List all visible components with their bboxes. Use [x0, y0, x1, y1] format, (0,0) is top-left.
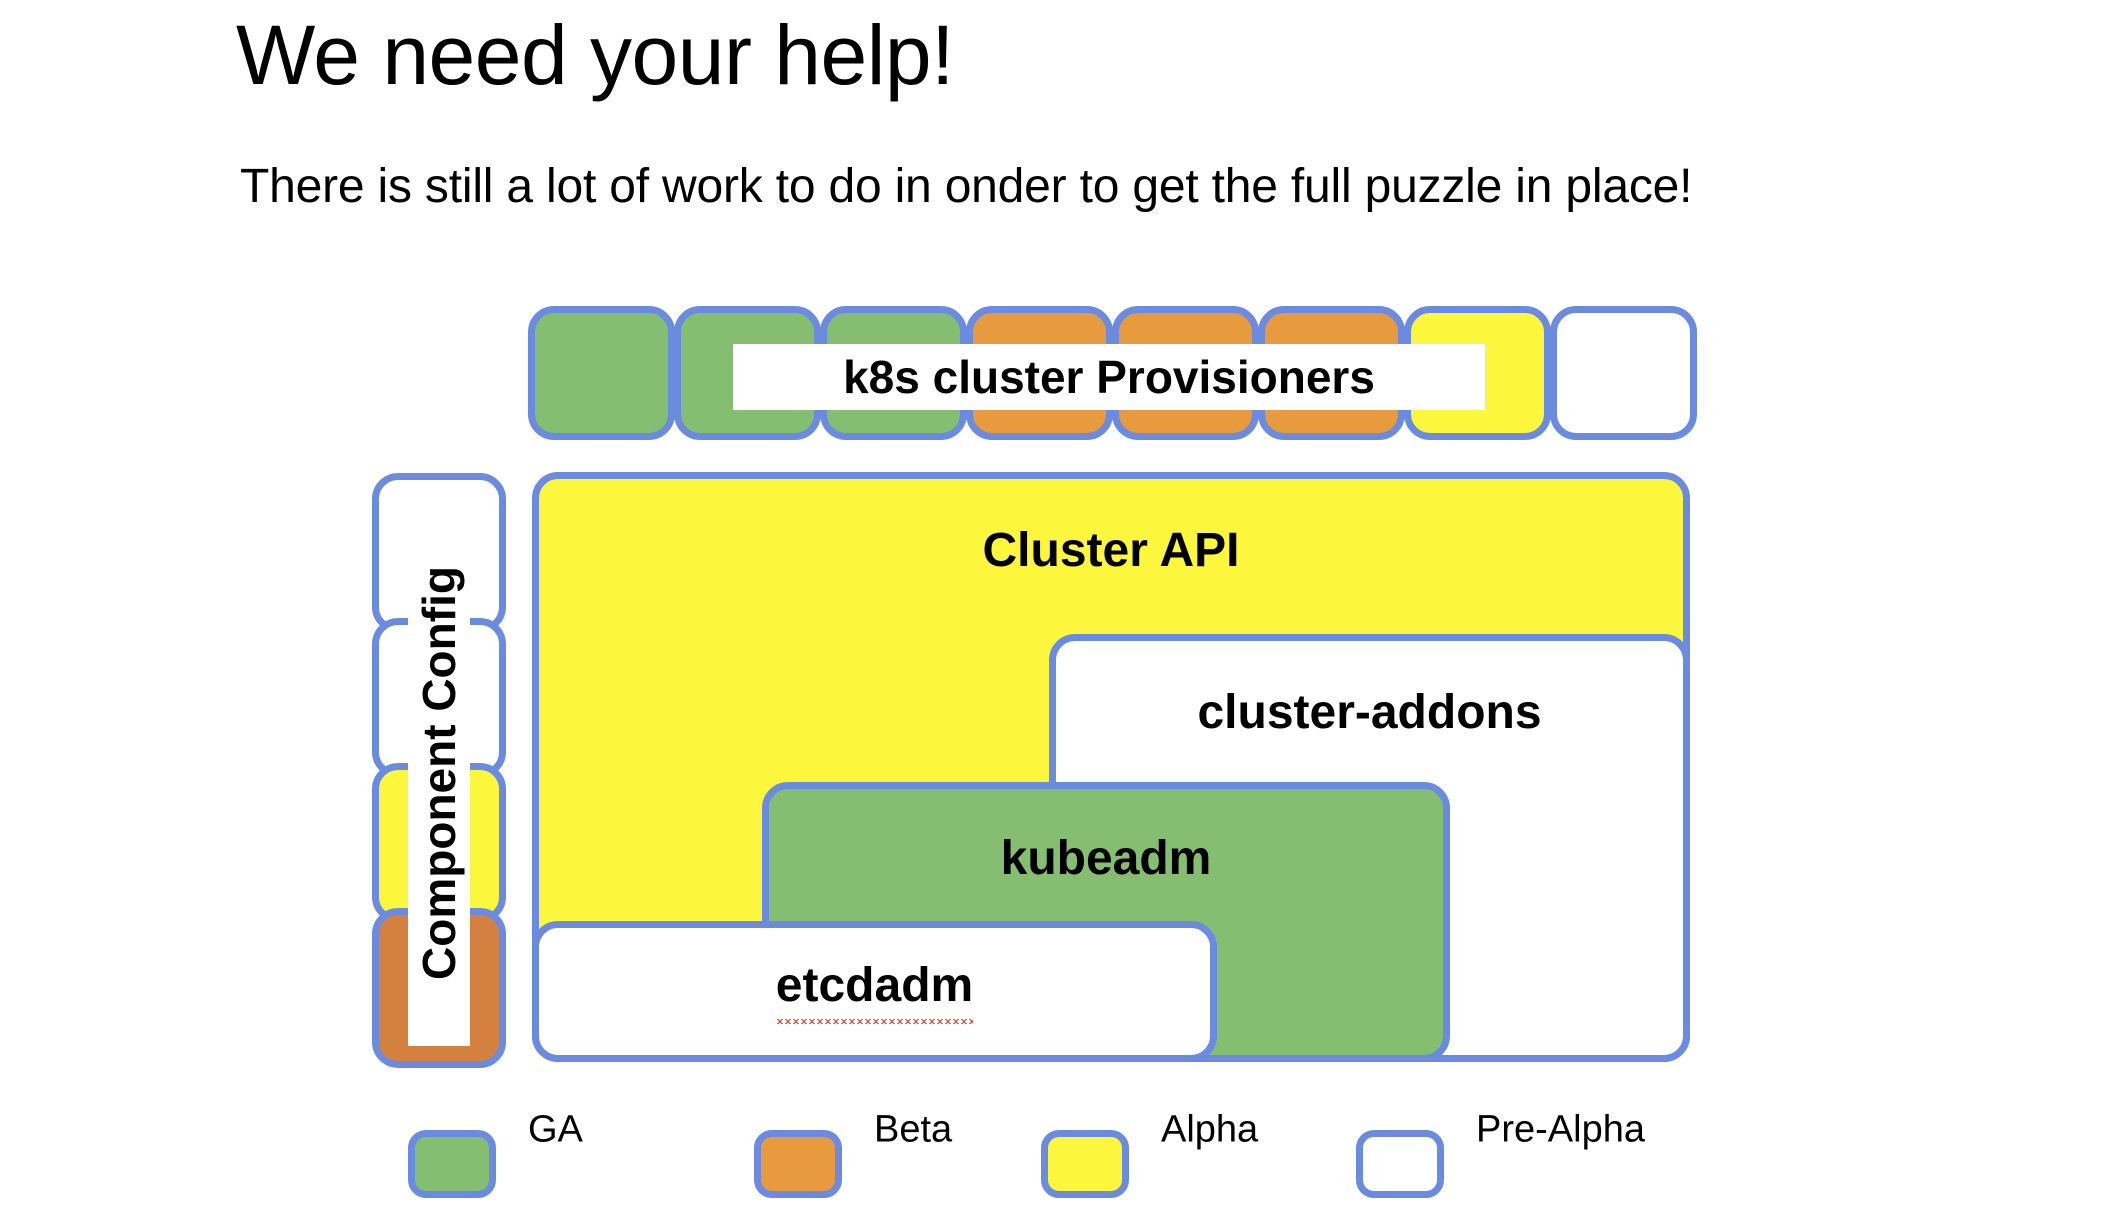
box-cluster-addons-label: cluster-addons	[1197, 686, 1542, 739]
component-config-label-wrap: Component Config	[408, 500, 470, 1046]
legend-label-beta: Beta	[874, 1108, 953, 1151]
legend-label-alpha: Alpha	[1161, 1108, 1259, 1151]
legend-swatch-alpha	[1041, 1130, 1129, 1198]
box-kubeadm-label: kubeadm	[1000, 832, 1212, 885]
legend-swatch-ga	[408, 1130, 496, 1198]
box-etcdadm-label-text: etcdadm	[775, 959, 974, 1024]
page-title: We need your help!	[236, 8, 954, 102]
box-cluster-api-label: Cluster API	[982, 524, 1240, 577]
provisioner-label: k8s cluster Provisioners	[843, 351, 1375, 403]
component-config-label-band	[408, 500, 470, 1046]
box-etcdadm-label: etcdadm	[539, 958, 1210, 1013]
component-config-label: Component Config	[413, 566, 466, 980]
provisioner-cell-8[interactable]	[1550, 306, 1697, 440]
legend-label-ga: GA	[528, 1108, 583, 1151]
legend-label-pre-alpha: Pre-Alpha	[1476, 1108, 1645, 1151]
provisioner-cell-1[interactable]	[528, 306, 675, 440]
legend-swatch-pre-alpha	[1356, 1130, 1444, 1198]
page-subtitle: There is still a lot of work to do in on…	[240, 160, 1693, 213]
box-etcdadm[interactable]: etcdadm	[532, 921, 1217, 1062]
legend-swatch-beta	[754, 1130, 842, 1198]
provisioner-label-band	[733, 344, 1485, 410]
